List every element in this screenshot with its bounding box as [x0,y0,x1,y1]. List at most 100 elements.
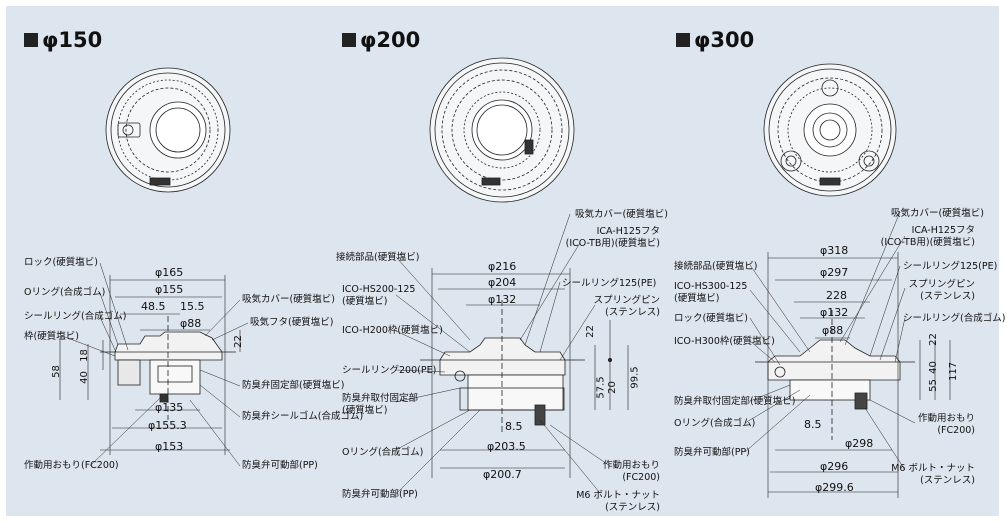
label-300-ico1: ICO-HS300-125 [674,281,748,292]
top-view-300 [763,63,897,197]
dim-300-d296: φ296 [820,460,849,473]
dim-150-d1553: φ155.3 [148,419,187,432]
dim-150-d155: φ155 [155,283,184,296]
dim-200-d85: 8.5 [505,420,523,433]
label-200-fix1: 防臭弁取付固定部 [342,393,419,404]
heading-300-label: φ300 [694,28,755,52]
dim-300-d22: 22 [927,333,939,346]
dim-300-d318: φ318 [820,244,849,257]
label-200-joint: 接続部品(硬質塩ビ) [336,252,420,263]
label-200-fix2: (硬質塩ビ) [342,405,388,416]
dim-200-d216: φ216 [488,260,517,273]
dim-150-d153: φ153 [155,440,184,453]
dim-300-d298: φ298 [845,437,874,450]
dim-300-d132: φ132 [820,306,849,319]
dim-150-d88: φ88 [180,317,202,330]
dim-300-d55: 55 [927,379,939,392]
label-150-lid: 吸気フタ(硬質塩ビ) [250,317,334,328]
dim-300-d117: 117 [948,361,960,382]
dim-150-d135: φ135 [155,401,184,414]
label-200-movable: 防臭弁可動部(PP) [342,489,418,500]
dim-200-d995: 99.5 [629,366,641,389]
heading-200: φ200 [342,28,420,52]
dim-300-d88: φ88 [822,324,844,337]
label-300-movable: 防臭弁可動部(PP) [674,447,750,458]
square-bullet-icon [342,33,356,47]
label-300-fix: 防臭弁取付固定部(硬質塩ビ) [674,396,796,407]
dimension-lines-200 [431,268,629,478]
label-300-seal125: シールリング125(PE) [903,261,998,272]
label-150-seal: シールリング(合成ゴム) [24,311,127,322]
label-200-spring1: スプリングピン [593,295,660,306]
heading-150: φ150 [24,28,102,52]
label-200-ico2: (硬質塩ビ) [342,296,388,307]
dim-150-d48: 48.5 [141,300,166,313]
dim-200-d2035: φ203.5 [487,440,526,453]
dim-200-d2007: φ200.7 [483,468,522,481]
label-150-oring: Oリング(合成ゴム) [24,287,106,298]
label-150-movable: 防臭弁可動部(PP) [242,460,318,471]
label-150-fix: 防臭弁固定部(硬質塩ビ) [242,380,345,391]
heading-150-label: φ150 [42,28,103,52]
label-300-seal: シールリング(合成ゴム) [903,313,1006,324]
label-300-joint: 接続部品(硬質塩ビ) [674,261,758,272]
label-150-lock: ロック(硬質塩ビ) [24,257,98,268]
label-300-lock: ロック(硬質塩ビ) [674,313,748,324]
label-150-cover: 吸気カバー(硬質塩ビ) [242,294,335,305]
label-300-oring: Oリング(合成ゴム) [674,418,756,429]
label-200-cover: 吸気カバー(硬質塩ビ) [575,209,668,220]
label-300-cover: 吸気カバー(硬質塩ビ) [891,208,984,219]
label-300-spring2: (ステンレス) [920,291,975,302]
section-200 [420,300,585,432]
label-300-bolt2: (ステンレス) [920,475,975,486]
label-150-weight: 作動用おもり(FC200) [24,460,119,471]
top-view-150 [105,67,231,193]
top-view-200 [429,57,575,203]
leader-lines [64,211,916,495]
dim-150-d18: 18 [78,349,90,362]
dim-300-d228: 228 [826,289,847,302]
dim-300-d2996: φ299.6 [815,481,854,494]
label-200-seal200: シールリング200(PE) [342,365,437,376]
dim-150-d22: 22 [232,335,244,348]
label-300-spring1: スプリングピン [908,279,975,290]
label-200-spring2: (ステンレス) [605,307,660,318]
label-200-bolt1: M6 ボルト・ナット [576,490,660,501]
label-200-weight1: 作動用おもり [602,460,660,471]
label-200-ico3: ICO-H200枠(硬質塩ビ) [342,325,443,336]
label-300-lid1: ICA-H125フタ [911,225,975,236]
dim-300-d85: 8.5 [804,418,822,431]
dim-300-d297: φ297 [820,266,849,279]
dim-150-d58: 58 [50,365,62,378]
label-300-bolt1: M6 ボルト・ナット [891,463,975,474]
square-bullet-icon [24,33,38,47]
heading-300: φ300 [676,28,754,52]
heading-200-label: φ200 [360,28,421,52]
dim-200-d204: φ204 [488,276,517,289]
dimension-lines-150 [59,275,241,455]
label-300-ico3: ICO-H300枠(硬質塩ビ) [674,336,775,347]
label-150-valveseal: 防臭弁シールゴム(合成ゴム) [242,411,364,422]
dim-300-d40: 40 [927,361,939,374]
label-300-lid2: (ICO-TB用)(硬質塩ビ) [880,237,975,248]
label-200-lid2: (ICO-TB用)(硬質塩ビ) [565,238,660,249]
dim-150-d165: φ165 [155,266,184,279]
dimension-lines-300 [767,252,951,498]
label-200-lid1: ICA-H125フタ [596,226,660,237]
label-200-seal125: シールリング125(PE) [562,278,657,289]
dim-200-d20: 20 [606,381,618,394]
pin-marker [608,358,612,362]
dim-150-d15: 15.5 [180,300,205,313]
label-300-weight1: 作動用おもり [917,413,975,424]
section-150 [100,316,236,420]
dim-150-d40: 40 [78,371,90,384]
label-300-weight2: (FC200) [937,425,975,436]
label-200-oring: Oリング(合成ゴム) [342,447,424,458]
label-300-ico2: (硬質塩ビ) [674,293,720,304]
label-150-frame: 枠(硬質塩ビ) [24,331,79,342]
square-bullet-icon [676,33,690,47]
dim-200-d132: φ132 [488,293,517,306]
label-200-ico1: ICO-HS200-125 [342,284,416,295]
